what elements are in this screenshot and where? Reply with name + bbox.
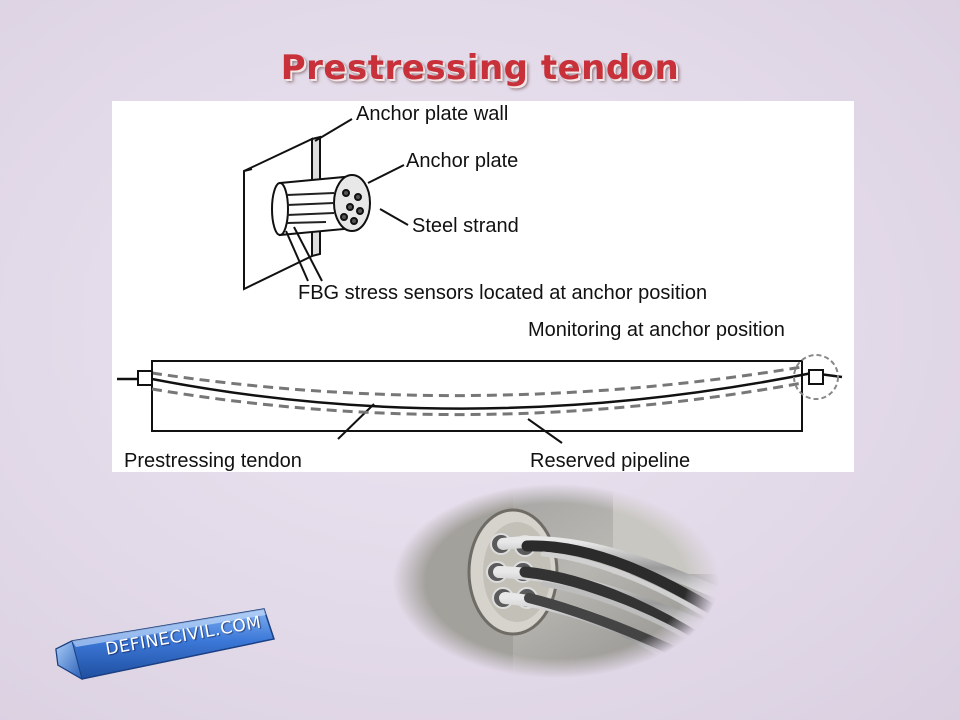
anchor-plate-icon	[271, 174, 371, 237]
slide-title: Prestressing tendon	[280, 48, 680, 88]
left-anchor-icon	[137, 370, 153, 386]
definecivil-logo	[55, 608, 275, 681]
tendon-diagram-drawing	[117, 118, 843, 444]
label-monitoring: Monitoring at anchor position	[528, 319, 785, 341]
beam-outline	[151, 360, 803, 432]
steel-strand-icon	[286, 192, 335, 224]
label-fbg-sensors: FBG stress sensors located at anchor pos…	[298, 282, 708, 304]
label-steel-strand: Steel strand	[412, 215, 519, 237]
pipeline-dash-upper	[151, 365, 803, 398]
label-anchor-plate-wall: Anchor plate wall	[356, 103, 509, 125]
label-anchor-plate: Anchor plate	[406, 150, 519, 172]
label-reserved-pipeline: Reserved pipeline	[530, 450, 691, 472]
anchor-strand-photo	[393, 484, 720, 678]
tendon-diagram: Anchor plate wall Anchor plate Steel str…	[112, 101, 854, 472]
tendon-line	[117, 371, 843, 410]
pipeline-dash-lower	[151, 381, 803, 417]
label-prestressing-tendon: Prestressing tendon	[124, 450, 302, 472]
right-anchor-icon	[793, 354, 839, 400]
